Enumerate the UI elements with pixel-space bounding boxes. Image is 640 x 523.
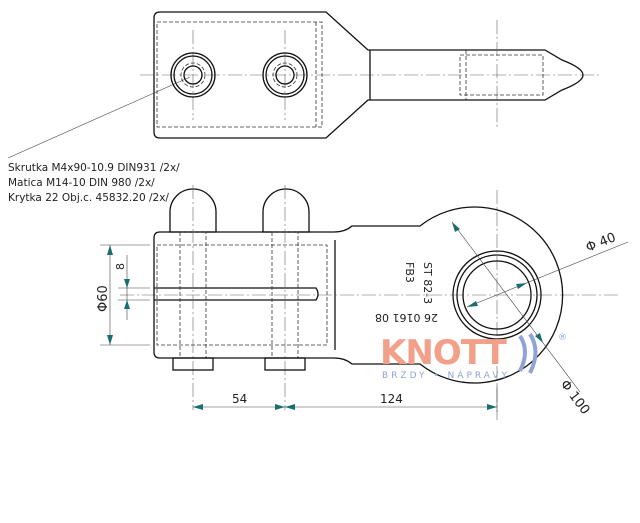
knott-logo: KNOTT BRZDY • NÁPRAVY ® bbox=[380, 332, 567, 381]
logo-arc-icon bbox=[528, 332, 538, 374]
bolt-front-2 bbox=[262, 185, 310, 410]
logo-registered: ® bbox=[558, 333, 567, 343]
dim-phi100: Φ 100 bbox=[557, 377, 593, 417]
bolt-front-1 bbox=[169, 185, 217, 410]
logo-tagline: BRZDY • NÁPRAVY bbox=[382, 369, 510, 381]
dimensions: Φ60 8 54 124 Φ 40 Φ 100 bbox=[96, 221, 629, 418]
marking-st: ST 82-3 bbox=[421, 262, 434, 304]
logo-arc-icon bbox=[518, 334, 527, 372]
note-cap: Krytka 22 Obj.c. 45832.20 /2x/ bbox=[8, 192, 169, 204]
note-nut: Matica M14-10 DIN 980 /2x/ bbox=[8, 177, 155, 189]
bolt-top-2 bbox=[262, 30, 308, 120]
front-view: ST 82-3 FB3 26 0161 08 bbox=[120, 185, 620, 420]
logo-text: KNOTT bbox=[380, 333, 508, 373]
dim-phi60: Φ60 bbox=[96, 285, 111, 312]
dim-124: 124 bbox=[380, 392, 403, 406]
marking-part-no: 26 0161 08 bbox=[375, 311, 438, 324]
dim-8: 8 bbox=[114, 263, 127, 270]
bolt-top-1 bbox=[170, 30, 216, 120]
top-view bbox=[7, 11, 600, 159]
dim-phi40: Φ 40 bbox=[584, 230, 618, 255]
dim-54: 54 bbox=[232, 392, 247, 406]
note-bolt: Skrutka M4x90-10.9 DIN931 /2x/ bbox=[8, 162, 180, 174]
marking-fb: FB3 bbox=[403, 262, 416, 283]
